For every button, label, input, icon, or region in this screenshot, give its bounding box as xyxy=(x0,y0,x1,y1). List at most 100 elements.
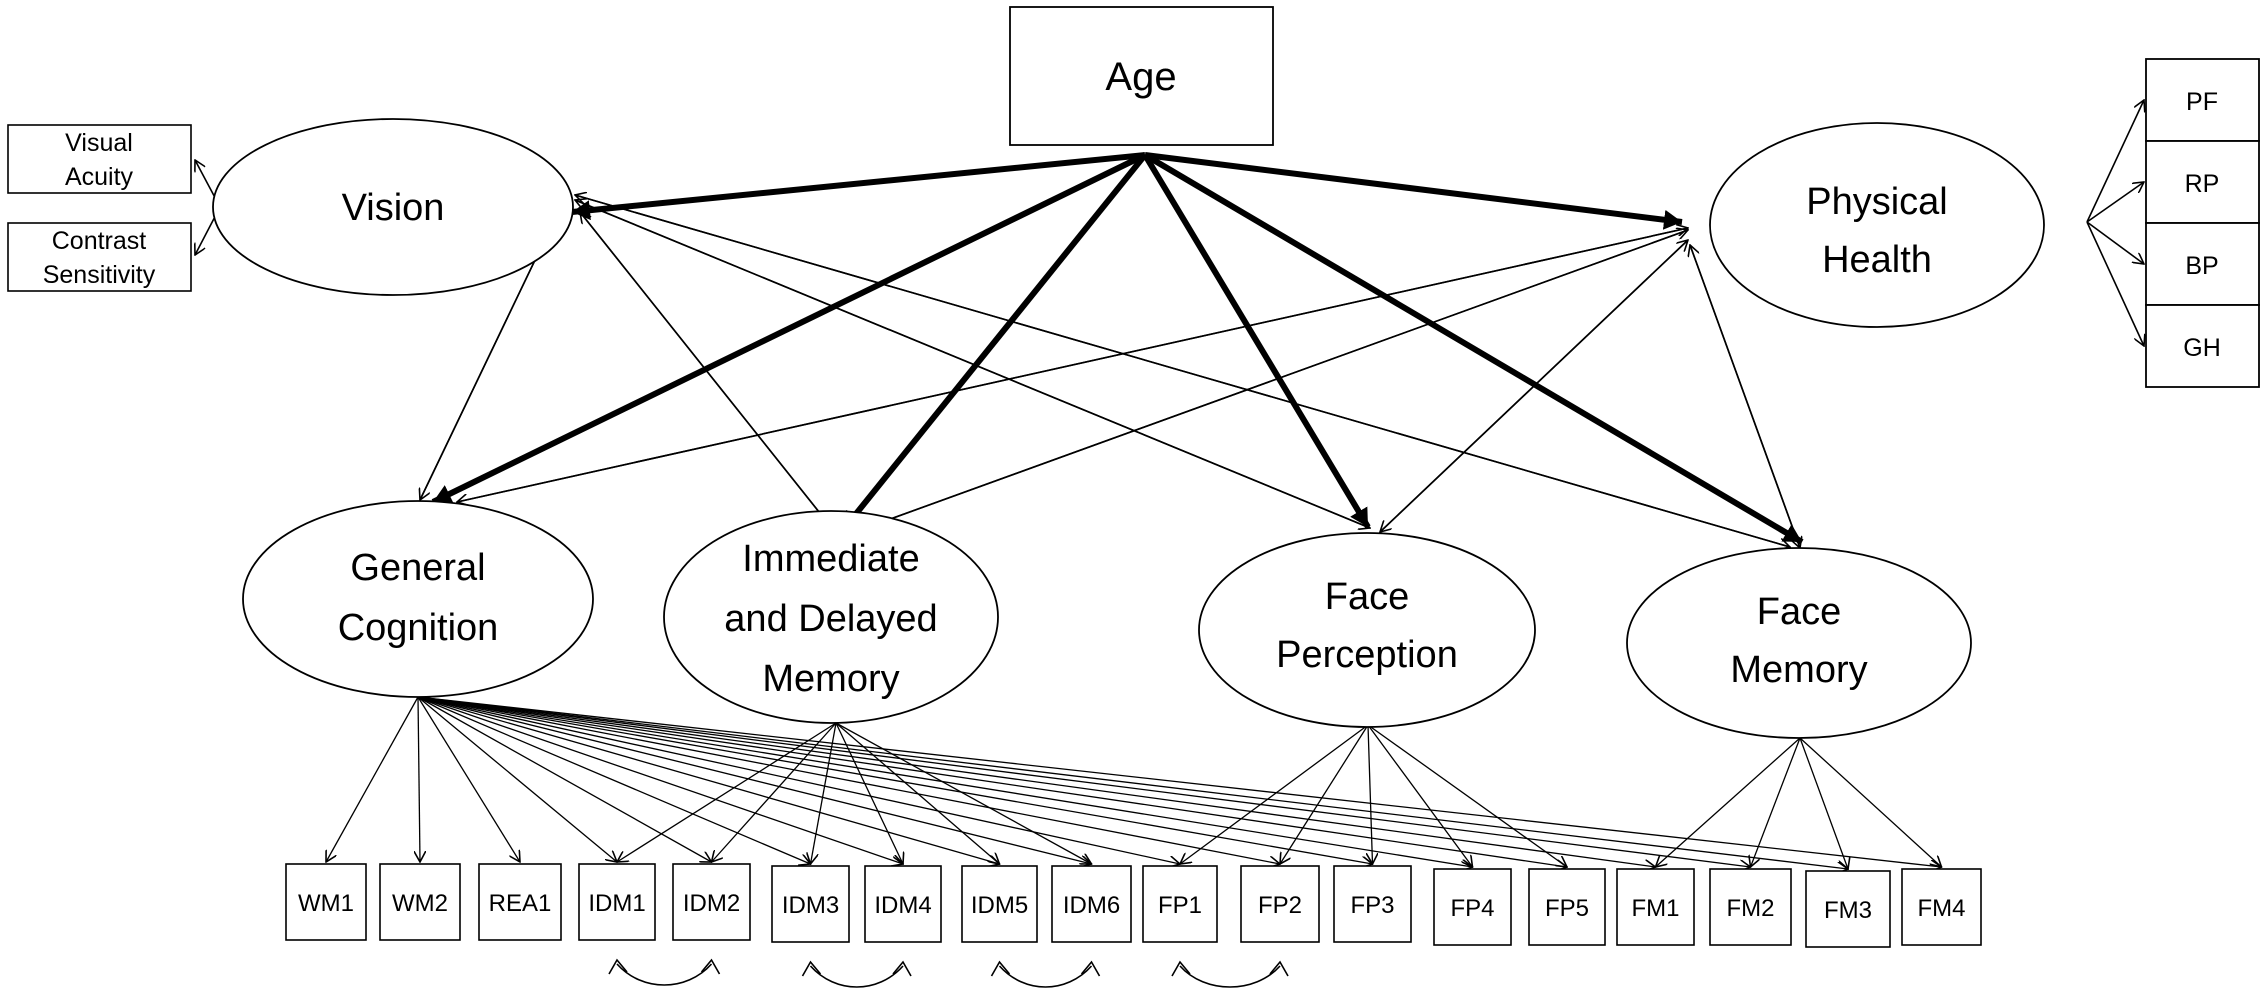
factor-loading xyxy=(417,696,1848,869)
observed-indicator-box: FM4 xyxy=(1901,868,1982,946)
label-line: Visual xyxy=(65,129,133,157)
factor-loading xyxy=(417,696,617,862)
covariance-path-reverse xyxy=(580,212,836,533)
vision-label: Vision xyxy=(342,187,445,229)
observed-indicator-box: IDM5 xyxy=(961,865,1038,943)
factor-loading xyxy=(811,722,837,864)
covariance-paths xyxy=(420,195,1800,548)
observed-indicator-label: IDM5 xyxy=(971,892,1028,919)
arc-arrowhead xyxy=(801,960,822,977)
observed-indicator-label: IDM2 xyxy=(683,890,740,917)
health-indicator-label: PF xyxy=(2186,88,2218,116)
factor-loading xyxy=(1656,737,1801,867)
health-indicator-box: RP xyxy=(2145,140,2260,224)
factor-loading xyxy=(835,722,1092,864)
observed-indicator-box: IDM3 xyxy=(771,865,850,943)
label-line: Physical xyxy=(1806,181,1948,223)
health-indicator-label: BP xyxy=(2185,252,2218,280)
arc-arrowhead xyxy=(608,958,628,975)
covariance-path-reverse xyxy=(860,229,1689,530)
factor-loading xyxy=(417,696,1656,867)
factor-loading xyxy=(417,696,712,862)
label-line: Vision xyxy=(342,187,445,229)
observed-indicator-label: FP1 xyxy=(1158,892,1202,919)
observed-indicator-box: FP1 xyxy=(1142,865,1218,943)
factor-loading xyxy=(417,696,903,864)
factor-loading xyxy=(1280,724,1369,864)
observed-indicator-label: FP5 xyxy=(1545,895,1589,922)
factor-loading-paths xyxy=(195,100,2144,869)
label-line: Memory xyxy=(762,658,899,700)
age-path xyxy=(571,152,1146,221)
factor-loading xyxy=(417,696,1000,864)
factor-loading xyxy=(417,696,1180,864)
observed-indicator-label: FM4 xyxy=(1918,895,1966,922)
label-line: Health xyxy=(1822,239,1932,281)
arc-arrowhead xyxy=(990,960,1011,977)
age-path xyxy=(1143,152,1804,545)
factor-loading xyxy=(712,722,837,862)
age-path xyxy=(1144,152,1683,230)
observed-indicator-label: FP4 xyxy=(1450,895,1494,922)
factor-loading xyxy=(417,696,1751,867)
health-indicators: PF RP BP GH xyxy=(2145,58,2260,388)
observed-indicator-label: FM2 xyxy=(1727,895,1775,922)
observed-indicator-box: FP4 xyxy=(1433,868,1512,946)
observed-indicator-box: FP2 xyxy=(1240,865,1320,943)
factor-loading xyxy=(617,722,837,862)
observed-indicator-box: FM1 xyxy=(1616,868,1695,946)
observed-indicators: WM1 WM2 REA1 IDM1 IDM2 IDM3 IDM4 IDM5 IDM6 FP1 FP2… xyxy=(285,863,1982,948)
observed-indicator-box: IDM6 xyxy=(1051,865,1132,943)
health-loading xyxy=(2086,182,2144,223)
observed-indicator-label: WM2 xyxy=(392,890,448,917)
age-node: Age xyxy=(1009,6,1274,146)
factor-loading xyxy=(417,696,811,864)
factor-loading xyxy=(835,722,903,864)
label-line: Acuity xyxy=(65,163,134,191)
observed-indicator-label: FM3 xyxy=(1824,897,1872,924)
health-loading xyxy=(2086,221,2144,346)
factor-loading xyxy=(1180,724,1369,864)
label-line: Contrast xyxy=(52,227,147,255)
label-line: Memory xyxy=(1730,649,1867,691)
observed-indicator-label: FP2 xyxy=(1258,892,1302,919)
latent-vision: Vision xyxy=(212,118,574,296)
health-loading xyxy=(2086,100,2144,223)
label-line: and Delayed xyxy=(724,598,937,640)
factor-loading xyxy=(1751,737,1801,867)
age-path xyxy=(431,152,1147,505)
age-label: Age xyxy=(1105,55,1176,99)
residual-covariance-arc xyxy=(1179,965,1281,988)
label-line: Perception xyxy=(1276,634,1458,676)
observed-indicator-label: IDM6 xyxy=(1063,892,1120,919)
covariance-path-reverse xyxy=(1690,245,1801,549)
factor-loading xyxy=(417,696,1373,864)
factor-loading xyxy=(417,696,1567,867)
factor-loading xyxy=(418,696,420,862)
observed-indicator-label: REA1 xyxy=(489,890,552,917)
label-line: Immediate xyxy=(742,538,919,580)
observed-indicator-box: IDM1 xyxy=(578,863,656,941)
residual-covariance-arc xyxy=(616,963,713,986)
factor-loading xyxy=(417,696,1092,864)
label-line: Cognition xyxy=(338,607,499,649)
health-indicator-label: RP xyxy=(2185,170,2220,198)
arc-arrowhead xyxy=(892,960,912,977)
observed-indicator-box: REA1 xyxy=(478,863,562,941)
residual-covariances xyxy=(608,958,1289,988)
health-loading xyxy=(2086,221,2144,264)
observed-indicator-box: WM1 xyxy=(285,863,367,941)
health-indicator-box: GH xyxy=(2145,304,2260,388)
observed-indicator-label: IDM4 xyxy=(874,892,931,919)
